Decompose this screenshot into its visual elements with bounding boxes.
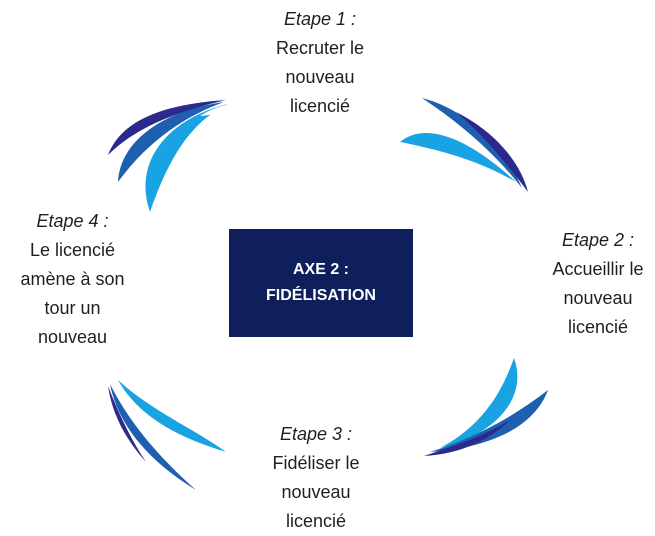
step-1: Etape 1 : Recruter le nouveau licencié [240,5,400,121]
swoosh-arrow-icon [108,380,226,490]
step-2: Etape 2 : Accueillir le nouveau licencié [523,226,655,342]
step-4: Etape 4 : Le licencié amène à son tour u… [0,207,145,352]
step-2-title: Etape 2 : [561,230,635,250]
step-4-body: Le licencié amène à son tour un nouveau [20,240,125,347]
swoosh-arrow-icon [424,358,548,456]
center-box: AXE 2 : FIDÉLISATION [229,229,413,337]
step-4-title: Etape 4 : [36,211,109,231]
step-3-body: Fidéliser le nouveau licencié [272,453,360,531]
step-3: Etape 3 : Fidéliser le nouveau licencié [236,420,396,536]
step-2-body: Accueillir le nouveau licencié [552,259,644,337]
step-3-title: Etape 3 : [279,424,353,444]
step-1-title: Etape 1 : [283,9,357,29]
swoosh-arrow-icon [400,98,528,192]
center-line-1: AXE 2 : [292,261,349,278]
swoosh-arrow-icon [108,100,230,212]
step-1-body: Recruter le nouveau licencié [275,38,365,116]
center-line-2: FIDÉLISATION [266,287,376,304]
